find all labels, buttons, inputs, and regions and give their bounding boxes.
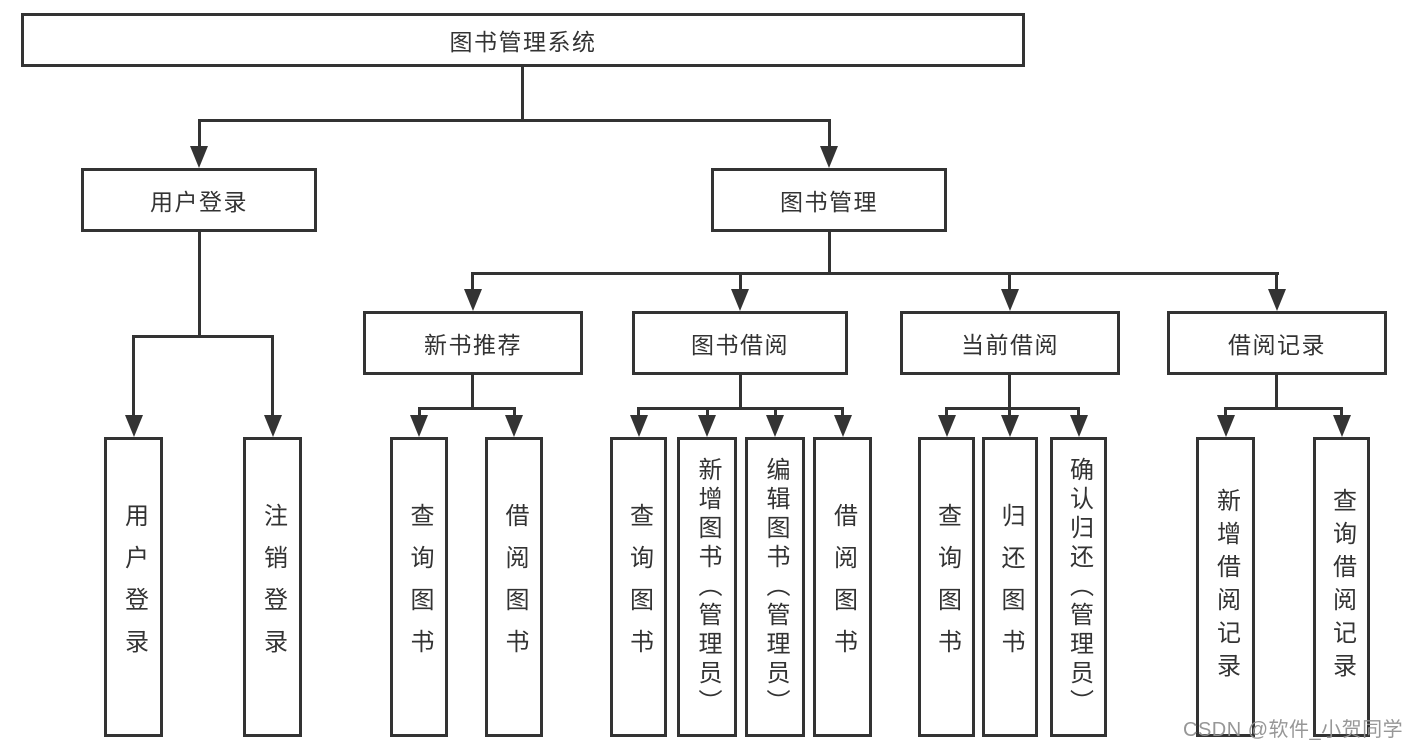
- leaf-query-books-recommend: 查询图书: [390, 437, 448, 737]
- connector-line: [945, 407, 1080, 410]
- connector-line: [828, 119, 831, 151]
- node-label: 当前借阅: [961, 332, 1059, 358]
- arrow-down-icon: [731, 289, 749, 311]
- leaf-user-login: 用户登录: [104, 437, 163, 737]
- arrow-down-icon: [1001, 289, 1019, 311]
- arrow-down-icon: [464, 289, 482, 311]
- connector-line: [521, 66, 524, 122]
- connector-line: [1340, 407, 1343, 420]
- connector-line: [1077, 407, 1080, 420]
- arrow-down-icon: [820, 146, 838, 168]
- connector-line: [198, 119, 201, 151]
- arrow-down-icon: [264, 415, 282, 437]
- connector-line: [637, 407, 844, 410]
- connector-line: [132, 335, 274, 338]
- arrow-down-icon: [1333, 415, 1351, 437]
- connector-line: [774, 407, 777, 420]
- connector-line: [471, 272, 1279, 275]
- node-label: 归还图书: [997, 503, 1024, 671]
- leaf-query-borrow-record: 查询借阅记录: [1313, 437, 1370, 737]
- node-label: 用户登录: [120, 503, 148, 671]
- arrow-down-icon: [698, 415, 716, 437]
- leaf-query-books-current: 查询图书: [918, 437, 975, 737]
- connector-line: [739, 272, 742, 294]
- node-label: 借阅记录: [1228, 332, 1326, 358]
- connector-line: [1008, 272, 1011, 294]
- arrow-down-icon: [125, 415, 143, 437]
- leaf-borrow-books: 借阅图书: [813, 437, 872, 737]
- node-label: 查询图书: [625, 503, 653, 671]
- node-label: 新增借阅记录: [1212, 488, 1240, 686]
- connector-line: [945, 407, 948, 420]
- node-library-management-system: 图书管理系统: [21, 13, 1025, 67]
- connector-line: [198, 232, 201, 338]
- node-label: 新书推荐: [424, 332, 522, 358]
- connector-line: [841, 407, 844, 420]
- node-label: 查询图书: [933, 503, 961, 671]
- connector-line: [637, 407, 640, 420]
- node-label: 用户登录: [150, 189, 248, 215]
- node-label: 图书管理: [780, 189, 878, 215]
- node-label: 查询借阅记录: [1328, 488, 1356, 686]
- connector-line: [471, 272, 474, 294]
- node-label: 注销登录: [259, 503, 287, 671]
- arrow-down-icon: [1217, 415, 1235, 437]
- arrow-down-icon: [630, 415, 648, 437]
- leaf-logout: 注销登录: [243, 437, 302, 737]
- connector-line: [198, 119, 831, 122]
- connector-line: [1275, 272, 1278, 294]
- node-label: 借阅图书: [501, 503, 528, 671]
- arrow-down-icon: [938, 415, 956, 437]
- connector-line: [1008, 407, 1011, 420]
- connector-line: [271, 335, 274, 419]
- connector-line: [132, 335, 135, 419]
- node-current-borrowing: 当前借阅: [900, 311, 1120, 375]
- connector-line: [1224, 407, 1343, 410]
- connector-line: [418, 407, 421, 420]
- node-user-login: 用户登录: [81, 168, 317, 232]
- connector-line: [1224, 407, 1227, 420]
- node-label: 新增图书（管理员）: [694, 456, 721, 718]
- leaf-borrow-books-recommend: 借阅图书: [485, 437, 543, 737]
- arrow-down-icon: [410, 415, 428, 437]
- node-label: 确认归还（管理员）: [1065, 456, 1093, 718]
- connector-line: [513, 407, 516, 420]
- arrow-down-icon: [505, 415, 523, 437]
- node-label: 图书管理系统: [449, 29, 597, 55]
- connector-line: [1008, 375, 1011, 409]
- connector-line: [739, 375, 742, 409]
- arrow-down-icon: [834, 415, 852, 437]
- leaf-return-books: 归还图书: [982, 437, 1038, 737]
- node-label: 借阅图书: [829, 503, 857, 671]
- arrow-down-icon: [766, 415, 784, 437]
- arrow-down-icon: [190, 146, 208, 168]
- node-label: 查询图书: [406, 503, 433, 671]
- node-new-book-recommendation: 新书推荐: [363, 311, 583, 375]
- leaf-edit-books-admin: 编辑图书（管理员）: [745, 437, 805, 737]
- node-book-borrowing: 图书借阅: [632, 311, 848, 375]
- node-label: 编辑图书（管理员）: [762, 456, 789, 718]
- leaf-query-books-borrowing: 查询图书: [610, 437, 667, 737]
- leaf-add-books-admin: 新增图书（管理员）: [677, 437, 737, 737]
- node-book-management: 图书管理: [711, 168, 947, 232]
- connector-line: [418, 407, 516, 410]
- connector-line: [1275, 375, 1278, 409]
- arrow-down-icon: [1070, 415, 1088, 437]
- arrow-down-icon: [1268, 289, 1286, 311]
- connector-line: [471, 375, 474, 409]
- node-borrowing-records: 借阅记录: [1167, 311, 1387, 375]
- csdn-watermark: CSDN @软件_小贺同学: [1183, 719, 1404, 741]
- node-label: 图书借阅: [691, 332, 789, 358]
- leaf-add-borrow-record: 新增借阅记录: [1196, 437, 1255, 737]
- connector-line: [706, 407, 709, 420]
- arrow-down-icon: [1001, 415, 1019, 437]
- leaf-confirm-return-admin: 确认归还（管理员）: [1050, 437, 1107, 737]
- connector-line: [828, 232, 831, 275]
